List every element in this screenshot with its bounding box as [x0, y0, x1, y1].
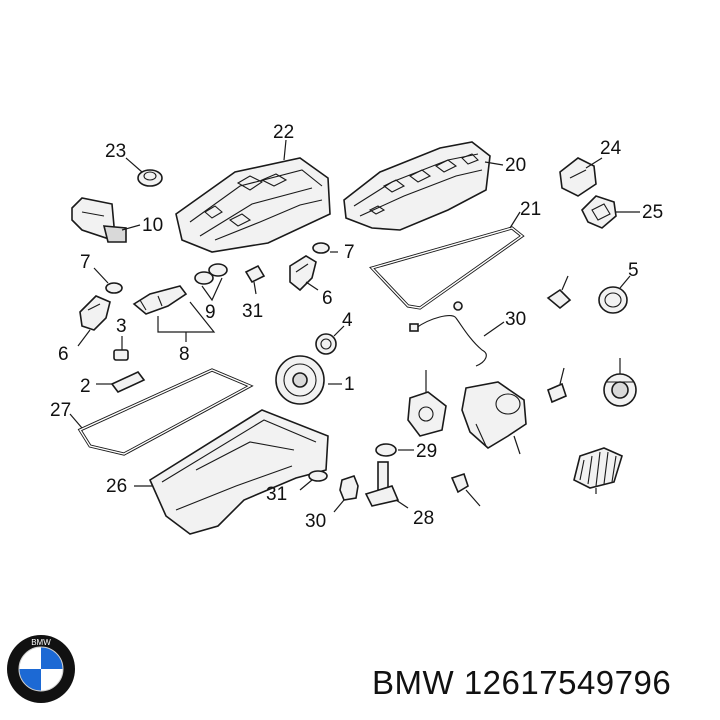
part-2-sensor [110, 371, 146, 393]
leader-24 [513, 435, 521, 455]
part-29-sensor [546, 288, 572, 310]
leader-12 [509, 211, 521, 229]
part-27-oil-filter-element [573, 447, 623, 489]
leader-31 [253, 281, 257, 295]
leader-9 [201, 277, 223, 302]
part-13-cylinder-head-cover [175, 157, 331, 253]
part-16-filler-seal [581, 195, 617, 229]
leader-13 [283, 139, 287, 161]
part-8-vanos-solenoid [132, 285, 188, 315]
logo-lettering: BMW [31, 638, 51, 647]
callout-11: 20 [505, 155, 526, 176]
callout-7-right: 7 [344, 242, 355, 263]
part-12-valve-cover-gasket [369, 226, 525, 310]
part-10-solenoid [71, 197, 127, 243]
callout-21: 30 [305, 511, 326, 532]
part-22-washer [308, 470, 328, 482]
part-5-o-ring [598, 286, 628, 314]
part-7-o-ring-right [312, 242, 330, 254]
part-5-o-ring-inner [604, 292, 622, 308]
part-23-plug [450, 472, 469, 494]
part-number: 12617549796 [463, 664, 672, 701]
part-7-o-ring-left [105, 282, 123, 294]
leader-19 [395, 499, 409, 509]
callout-22: 31 [266, 484, 287, 505]
callout-2: 2 [80, 376, 91, 397]
part-30-sensor-lead [409, 301, 487, 367]
part-20-o-ring [375, 443, 397, 457]
part-11-cylinder-head-cover [343, 141, 491, 231]
leader-7-left [93, 267, 109, 284]
leader-6-left [77, 329, 91, 347]
callout-18: 27 [50, 400, 71, 421]
part-21-drain-plug [339, 475, 359, 501]
leader-21 [333, 499, 345, 513]
part-18-oil-pan-gasket [77, 368, 254, 456]
callout-14: 23 [105, 141, 126, 162]
callout-1: 1 [344, 374, 355, 395]
brand-name: BMW [372, 664, 455, 701]
part-4-shaft-seal-inner [320, 338, 332, 350]
callout-10: 10 [142, 215, 163, 236]
leader-29 [561, 275, 569, 291]
part-6-camshaft-sensor-left [79, 295, 111, 331]
callout-4: 4 [342, 310, 353, 331]
callout-20: 29 [416, 441, 437, 462]
leader-22 [299, 479, 313, 491]
part-9-o-ring-b [208, 263, 228, 277]
part-caption: BMW 12617549796 [372, 664, 671, 702]
callout-12: 21 [520, 199, 541, 220]
callout-8: 8 [179, 344, 190, 365]
leader-18 [69, 413, 83, 429]
part-4-shaft-seal [315, 333, 337, 355]
leader-23 [465, 489, 481, 507]
leader-6-right [305, 281, 319, 291]
part-6-camshaft-sensor-right [289, 255, 317, 292]
callout-31: 31 [242, 301, 263, 322]
part-9-o-ring-a [194, 271, 214, 285]
part-19-oil-level-sensor [364, 461, 400, 507]
leader-5 [619, 275, 631, 289]
callout-7-left: 7 [80, 252, 91, 273]
callout-5: 5 [628, 260, 639, 281]
callout-6-left: 6 [58, 344, 69, 365]
leader-28 [559, 367, 565, 385]
callout-6-right: 6 [322, 288, 333, 309]
part-1-vibration-damper [275, 355, 325, 405]
leader-4 [333, 325, 345, 337]
callout-30: 30 [505, 309, 526, 330]
leader-10 [121, 224, 141, 231]
leader-15 [585, 157, 603, 169]
part-3-bolt [113, 349, 129, 361]
part-17-oil-pan [148, 409, 329, 535]
part-28-sensor [547, 382, 567, 404]
part-24-thermostat-housing [461, 381, 527, 449]
part-14-cap [137, 169, 163, 187]
part-15-filler-cap [559, 157, 597, 197]
part-26-oil-filter-cap [603, 373, 637, 407]
callout-9: 9 [205, 302, 216, 323]
part-31-sensor [244, 264, 266, 284]
leader-30 [483, 321, 505, 337]
callout-16: 25 [642, 202, 663, 223]
leader-11 [484, 161, 504, 166]
leader-14 [125, 157, 143, 173]
callout-13: 22 [273, 122, 294, 143]
callout-19: 28 [413, 508, 434, 529]
callout-17: 26 [106, 476, 127, 497]
part-25-gasket [407, 391, 447, 437]
bmw-logo: BMW [7, 635, 75, 703]
callout-3: 3 [116, 316, 127, 337]
callout-15: 24 [600, 138, 622, 159]
